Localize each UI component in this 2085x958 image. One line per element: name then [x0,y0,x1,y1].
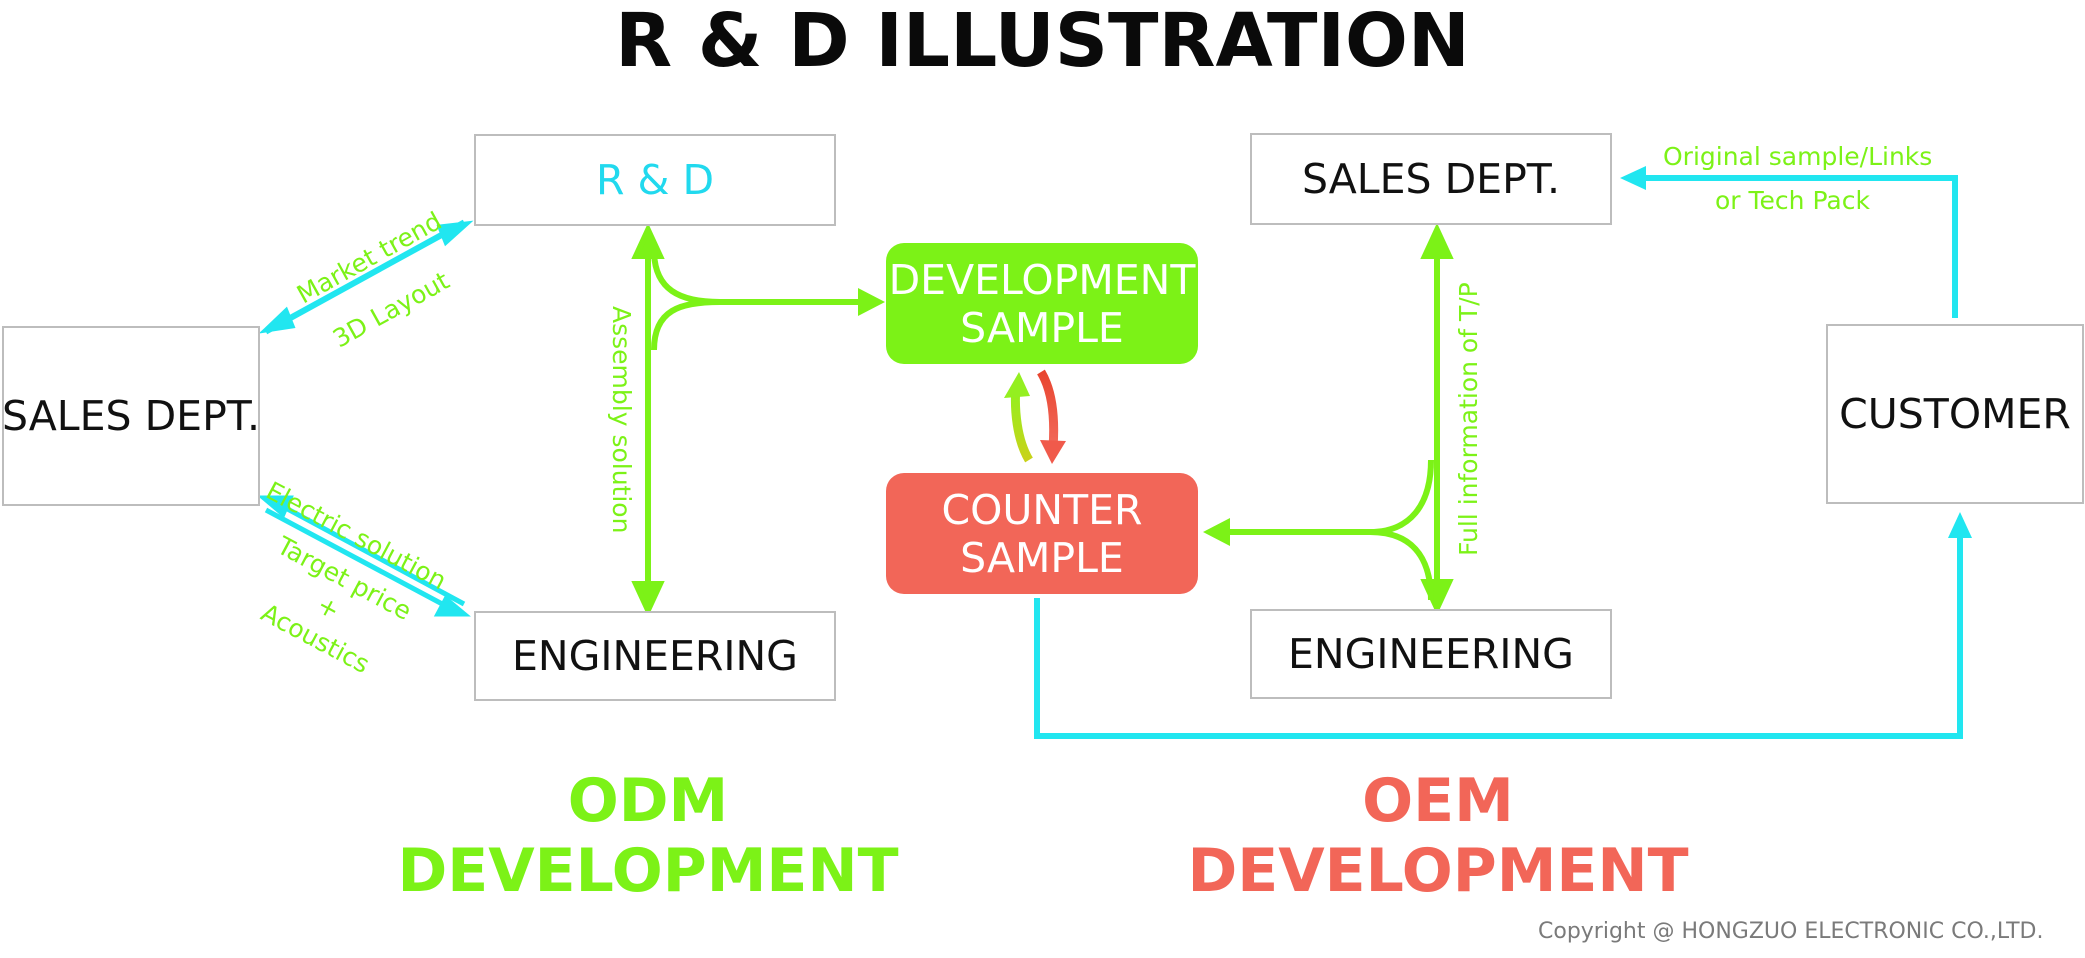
counter-to-customer-arrowhead [1948,512,1972,538]
customer-to-sales-line [1640,175,1958,318]
sales-dept-right-label: SALES DEPT. [1301,155,1561,203]
development-arrowhead [858,288,885,316]
counter-to-customer-line [1034,532,1963,739]
counter-sample-line1: COUNTER [941,485,1143,534]
customer-to-sales-arrowhead [1620,166,1646,190]
counter-sample-line2: SAMPLE [960,533,1124,582]
oem-vertical-arrow [1420,222,1454,616]
copyright-notice: Copyright @ HONGZUO ELECTRONIC CO.,LTD. [1538,919,2044,944]
oem-development-caption: OEM DEVELOPMENT [1170,766,1706,906]
label-tech-pack: or Tech Pack [1715,186,1870,215]
engineering-left-label: ENGINEERING [512,632,798,680]
sample-exchange-arrows [1004,369,1066,464]
odm-development-caption: ODM DEVELOPMENT [380,766,916,906]
customer-label: CUSTOMER [1839,390,2071,438]
sales-dept-right-box: SALES DEPT. [1250,133,1612,225]
label-assembly-solution: Assembly solution [607,306,636,534]
odm-caption-line2: DEVELOPMENT [397,836,899,906]
oem-to-counter-arrow [1226,459,1434,601]
oem-caption-line2: DEVELOPMENT [1187,836,1689,906]
odm-vertical-arrow [631,222,665,618]
rd-box: R & D [474,134,836,226]
engineering-right-box: ENGINEERING [1250,609,1612,699]
sales-dept-left-label: SALES DEPT. [1,392,261,440]
counter-arrowhead [1203,518,1230,546]
development-sample-line1: DEVELOPMENT [888,255,1196,304]
label-full-information: Full information of T/P [1454,282,1483,556]
odm-to-development-arrow [651,249,868,351]
development-sample-node: DEVELOPMENT SAMPLE [886,243,1198,364]
customer-box: CUSTOMER [1826,324,2084,504]
label-original-sample-links: Original sample/Links [1663,142,1933,171]
sales-engineering-arrows [257,495,471,617]
engineering-left-box: ENGINEERING [474,611,836,701]
page-title: R & D ILLUSTRATION [615,0,1470,84]
development-sample-line2: SAMPLE [960,303,1124,352]
odm-caption-line1: ODM [567,766,729,836]
engineering-right-label: ENGINEERING [1288,630,1574,678]
oem-caption-line1: OEM [1362,766,1514,836]
counter-sample-node: COUNTER SAMPLE [886,473,1198,594]
sales-dept-left-box: SALES DEPT. [2,326,260,506]
rd-box-label: R & D [595,156,715,204]
sales-rd-arrows [258,219,474,335]
